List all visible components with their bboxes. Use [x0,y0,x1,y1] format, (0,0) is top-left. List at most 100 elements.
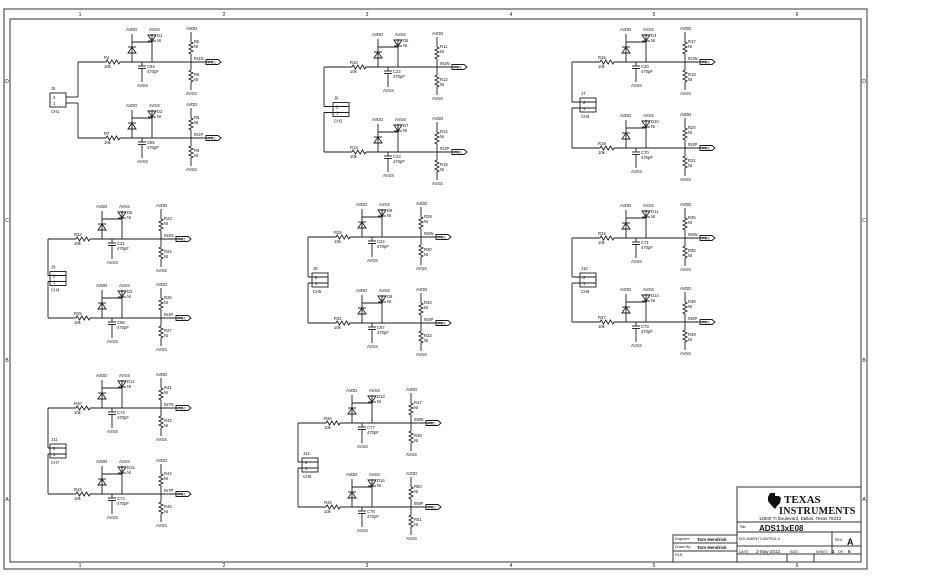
bias-resistor-nl: NI [688,253,692,258]
avdd-label: AVDD [680,112,691,117]
series-resistor-ref: R40 [74,401,82,406]
series-resistor-value: 10k [74,410,82,415]
avss-label: AVSS [416,352,427,357]
avdd-label: AVDD [96,204,107,209]
capacitor-value: 470pF [147,69,159,74]
series-resistor-ref: R25 [74,311,82,316]
bias-resistor-nl: NI [194,77,198,82]
connector-pin: 2 [53,274,56,279]
bias-resistor [681,69,689,83]
connector-pin: 2 [53,95,56,100]
title-block-frame [736,486,862,563]
avss-label: AVSS [379,202,390,207]
bias-resistor-nl: NI [440,82,444,87]
clamp-diode-icon [621,46,631,54]
avdd-label: AVDD [186,102,197,107]
diode-ref: D14 [651,293,659,298]
avss-label: AVSS [107,260,118,265]
net-label: IN5N [424,231,434,236]
drawing-title: ADS13xE08 [759,524,804,533]
row-label: D [862,79,866,85]
clamp-diode-icon [117,466,127,474]
avss-label: AVSS [395,32,406,37]
avss-label: AVSS [137,83,148,88]
diode-nl: NI [127,384,131,389]
series-resistor-value: 10k [598,64,606,69]
file-label: FILE: [675,553,683,557]
doc-control-label: DOCUMENT CONTROL # [739,537,780,541]
row-label: C [862,218,866,224]
port-IN6P-label: PG1 [702,320,711,325]
port-IN8N-label: PG1 [428,421,437,426]
bias-resistor-ref: R24 [164,249,172,254]
sheet-total: 5 [848,549,851,554]
bias-resistor-ref: R29 [424,214,432,219]
connector-ref: J5 [51,86,56,91]
bias-resistor [157,297,165,311]
diode-ref: D2 [157,109,163,114]
capacitor-ref: C72 [117,410,125,415]
bias-resistor [433,46,441,60]
row-markers-left: D C B A [5,79,9,503]
clamp-diode-icon [97,302,107,310]
avss-label: AVSS [107,429,118,434]
bias-resistor-ref: R33 [424,333,432,338]
bias-resistor [157,246,165,260]
connector-pin: 1 [315,281,318,286]
connector-body [579,272,597,288]
avss-label: AVSS [149,27,160,32]
series-resistor [599,235,615,241]
bias-resistor [433,131,441,145]
connector-ref: J6 [334,96,339,101]
series-resistor [351,149,367,155]
drawn-by-label: Drawn By: [675,545,691,549]
capacitor-value: 470pF [641,69,653,74]
avss-label: AVSS [119,283,130,288]
bias-resistor [681,301,689,315]
avss-label: AVSS [680,91,691,96]
bias-resistor [157,473,165,487]
column-label: 4 [510,563,513,569]
port-IN4P-label: PG1 [178,316,187,321]
diode-ref: D1 [157,33,163,38]
avdd-label: AVDD [346,472,357,477]
bias-resistor [417,302,425,316]
bias-resistor-ref: R6 [194,72,200,77]
avdd-label: AVDD [680,26,691,31]
bias-resistor-ref: R42 [164,418,172,423]
avss-label: AVSS [416,266,427,271]
series-resistor-ref: R34 [598,231,606,236]
avss-label: AVSS [367,344,378,349]
series-resistor-value: 10k [74,241,82,246]
bias-resistor-ref: R26 [164,295,172,300]
bias-resistor-ref: R11 [440,44,448,49]
capacitor-value: 470pF [117,501,129,506]
connector-pin: 2 [336,105,339,110]
connector-ref: J7 [581,91,586,96]
avdd-label: AVDD [620,287,631,292]
series-resistor [335,320,351,326]
diode-ref: D4 [651,33,657,38]
connector-body [301,457,319,473]
series-resistor-ref: R28 [334,230,342,235]
avdd-label: AVDD [96,459,107,464]
avss-label: AVSS [107,339,118,344]
diode-ref: D13 [377,394,385,399]
series-resistor [75,491,91,497]
bias-resistor-ref: R9 [194,148,200,153]
channel-label: CH4 [51,288,60,293]
bias-resistor-nl: NI [164,333,168,338]
port-IN5N-label: PG1 [438,235,447,240]
avss-label: AVSS [680,177,691,182]
bias-resistor-ref: R36 [688,248,696,253]
bias-resistor-nl: NI [688,44,692,49]
row-label: B [5,358,9,364]
clamp-diode-icon [117,211,127,219]
series-resistor-value: 10k [104,140,112,145]
connector-body [579,97,597,113]
series-resistor-value: 10k [74,496,82,501]
column-label: 6 [796,563,799,569]
series-resistor-ref: R7 [104,131,110,136]
